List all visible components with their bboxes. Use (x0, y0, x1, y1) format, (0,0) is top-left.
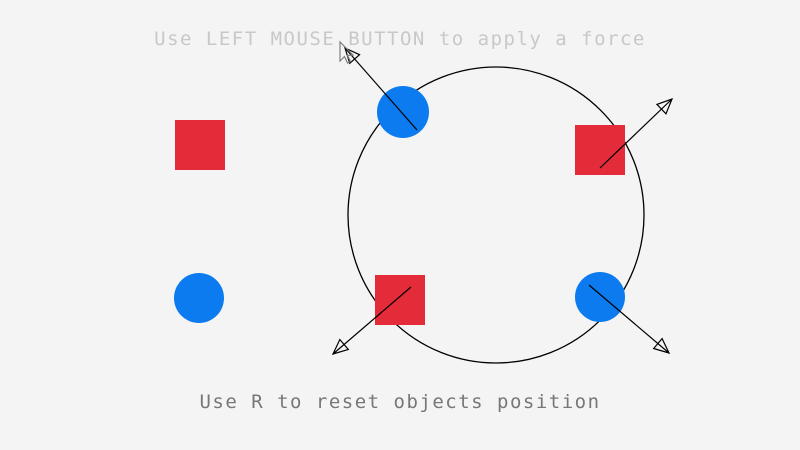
constraint-ring-outline (347, 66, 645, 364)
force-vector-square-bottom-center-arrowhead-icon (331, 338, 350, 355)
force-vector-square-top-right-arrowhead-icon (655, 97, 674, 115)
bodies-layer (174, 86, 625, 325)
force-vector-circle-bottom-right-arrowhead-icon (652, 337, 671, 354)
hint-apply-force: Use LEFT MOUSE BUTTON to apply a force (154, 28, 646, 50)
red-square-left[interactable] (175, 120, 225, 170)
blue-circle-left[interactable] (174, 273, 224, 323)
force-vector-circle-top-shaft (344, 47, 418, 131)
force-vector-square-bottom-center (331, 286, 412, 355)
force-vector-circle-bottom-right (588, 284, 671, 354)
blue-circle-bottom-right[interactable] (575, 272, 625, 322)
force-vector-circle-bottom-right-shaft (588, 284, 670, 354)
force-vectors-layer (331, 46, 674, 355)
red-square-bottom-center[interactable] (375, 275, 425, 325)
hint-reset-objects: Use R to reset objects position (199, 391, 601, 413)
cursor-arrow-icon (339, 40, 355, 64)
force-vector-square-top-right-shaft (599, 98, 673, 169)
force-vector-square-top-right (599, 97, 674, 169)
red-square-top-right[interactable] (575, 125, 625, 175)
mouse-cursor-icon (339, 40, 355, 64)
force-vector-square-bottom-center-shaft (332, 286, 412, 355)
